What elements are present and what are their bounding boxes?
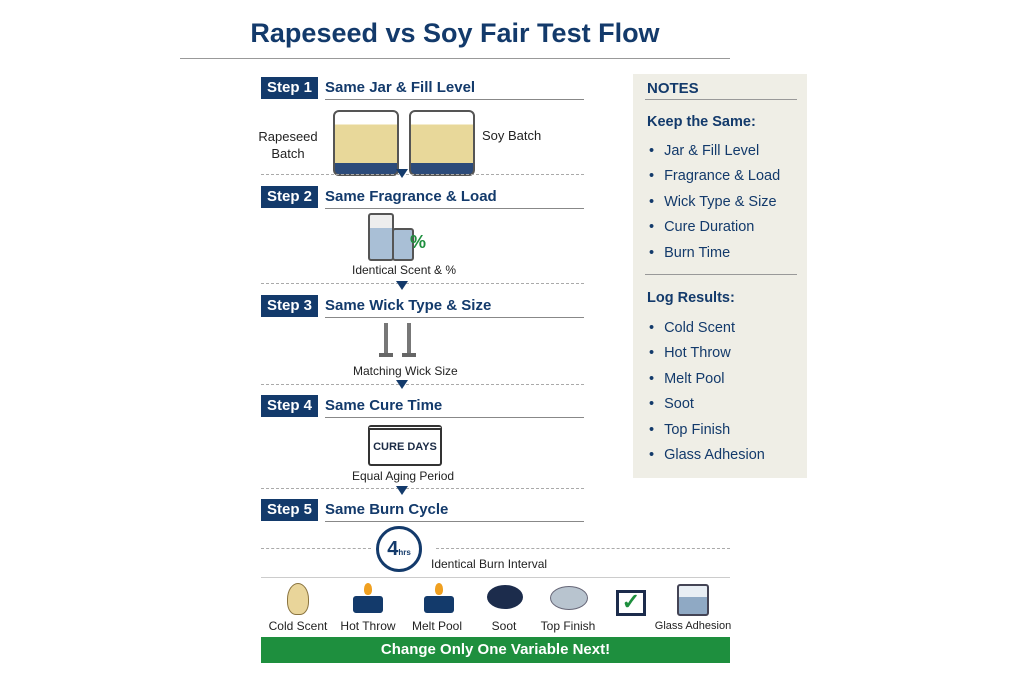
log-item: Cold Scent <box>649 320 735 336</box>
notes-panel: NOTES Keep the Same: Jar & Fill Level Fr… <box>633 74 807 478</box>
page-title: Rapeseed vs Soy Fair Test Flow <box>250 18 660 48</box>
step-4-caption: Equal Aging Period <box>352 469 455 483</box>
arrow-down-icon <box>396 486 408 495</box>
wick-icon <box>407 323 411 356</box>
keep-item: Burn Time <box>649 245 730 261</box>
keep-item: Cure Duration <box>649 219 754 235</box>
divider <box>261 577 730 578</box>
step-1-title: Same Jar & Fill Level <box>325 77 584 100</box>
percent-drop-icon: % <box>410 232 427 252</box>
notes-heading: NOTES <box>647 80 699 97</box>
arrow-down-icon <box>396 380 408 389</box>
glass-icon <box>677 584 709 616</box>
keep-heading: Keep the Same: <box>647 114 756 130</box>
step-4-title: Same Cure Time <box>325 395 584 418</box>
wick-icon <box>384 323 388 356</box>
keep-item: Wick Type & Size <box>649 194 777 210</box>
divider <box>261 488 584 489</box>
flame-icon <box>364 583 372 595</box>
result-label: Hot Throw <box>340 619 396 633</box>
log-heading: Log Results: <box>647 290 735 306</box>
divider <box>645 99 797 100</box>
wick-base <box>402 353 416 357</box>
divider <box>261 174 584 175</box>
rapeseed-jar-icon <box>333 110 399 176</box>
candle-flame-icon <box>353 596 383 613</box>
soot-cloud-icon <box>487 585 523 609</box>
step-1-badge: Step 1 <box>261 77 318 99</box>
step-4-badge: Step 4 <box>261 395 318 417</box>
banner: Change Only One Variable Next! <box>261 637 730 663</box>
step-2-badge: Step 2 <box>261 186 318 208</box>
log-item: Hot Throw <box>649 345 731 361</box>
clock-value: 4 <box>387 538 399 560</box>
jar-icon <box>392 228 414 261</box>
arrow-down-icon <box>396 281 408 290</box>
nose-icon <box>287 583 309 615</box>
checkbox-icon: ✓ <box>616 590 646 616</box>
divider <box>261 283 584 284</box>
divider <box>436 548 730 549</box>
title-divider <box>180 58 730 59</box>
step-3-caption: Matching Wick Size <box>353 364 458 378</box>
divider <box>645 274 797 275</box>
result-label: Soot <box>491 619 517 633</box>
step-5-badge: Step 5 <box>261 499 318 521</box>
result-label: Melt Pool <box>411 619 463 633</box>
rapeseed-label: Rapeseed Batch <box>258 129 318 161</box>
step-2-title: Same Fragrance & Load <box>325 186 584 209</box>
clock-unit: hrs <box>398 548 411 557</box>
soy-jar-icon <box>409 110 475 176</box>
calendar-icon: CURE DAYS <box>368 425 442 466</box>
keep-item: Jar & Fill Level <box>649 143 759 159</box>
candle-icon <box>424 596 454 613</box>
result-label: Cold Scent <box>268 619 328 633</box>
fragrance-bottle-icon <box>368 213 394 261</box>
result-label: Glass Adhesion <box>654 620 732 632</box>
step-3-badge: Step 3 <box>261 295 318 317</box>
log-item: Top Finish <box>649 422 730 438</box>
cloud-icon <box>550 586 588 610</box>
log-item: Soot <box>649 396 694 412</box>
flame-icon <box>435 583 443 595</box>
step-5-title: Same Burn Cycle <box>325 499 584 522</box>
arrow-down-icon <box>396 169 408 178</box>
log-item: Glass Adhesion <box>649 447 765 463</box>
divider <box>261 548 371 549</box>
clock-icon: 4hrs <box>376 526 422 572</box>
divider <box>261 384 584 385</box>
step-2-caption: Identical Scent & % <box>352 263 457 277</box>
log-item: Melt Pool <box>649 371 724 387</box>
soy-label: Soy Batch <box>482 128 542 143</box>
wick-base <box>379 353 393 357</box>
keep-item: Fragrance & Load <box>649 168 780 184</box>
step-3-title: Same Wick Type & Size <box>325 295 584 318</box>
result-label: Top Finish <box>540 619 596 633</box>
step-5-caption: Identical Burn Interval <box>431 557 548 571</box>
